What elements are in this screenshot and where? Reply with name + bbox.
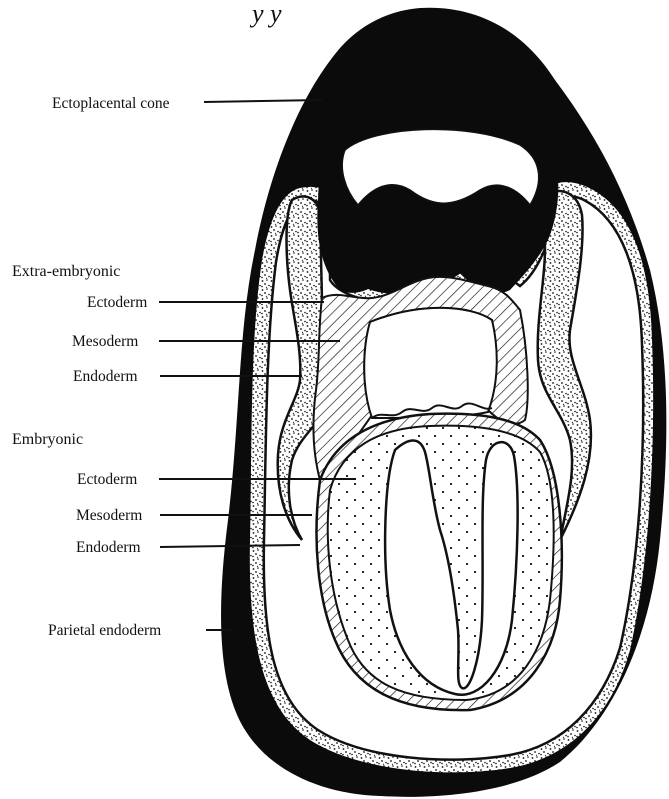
svg-text:Mesoderm: Mesoderm [76,507,142,524]
label-ectoplacental-cone: Ectoplacental cone [52,95,322,112]
heading-extra-embryonic: Extra-embryonic [12,263,120,280]
exocoelom [364,308,497,418]
svg-text:Parietal endoderm: Parietal endoderm [48,622,161,639]
svg-text:Mesoderm: Mesoderm [72,333,138,350]
label-parietal-endoderm: Parietal endoderm [48,622,232,639]
svg-text:Endoderm: Endoderm [76,539,141,556]
svg-text:Ectoderm: Ectoderm [87,294,147,311]
svg-text:Endoderm: Endoderm [73,368,138,385]
heading-embryonic: Embryonic [12,431,83,448]
partial-top-text: y y [249,0,282,28]
svg-text:Ectoderm: Ectoderm [77,471,137,488]
svg-text:Ectoplacental cone: Ectoplacental cone [52,95,170,112]
